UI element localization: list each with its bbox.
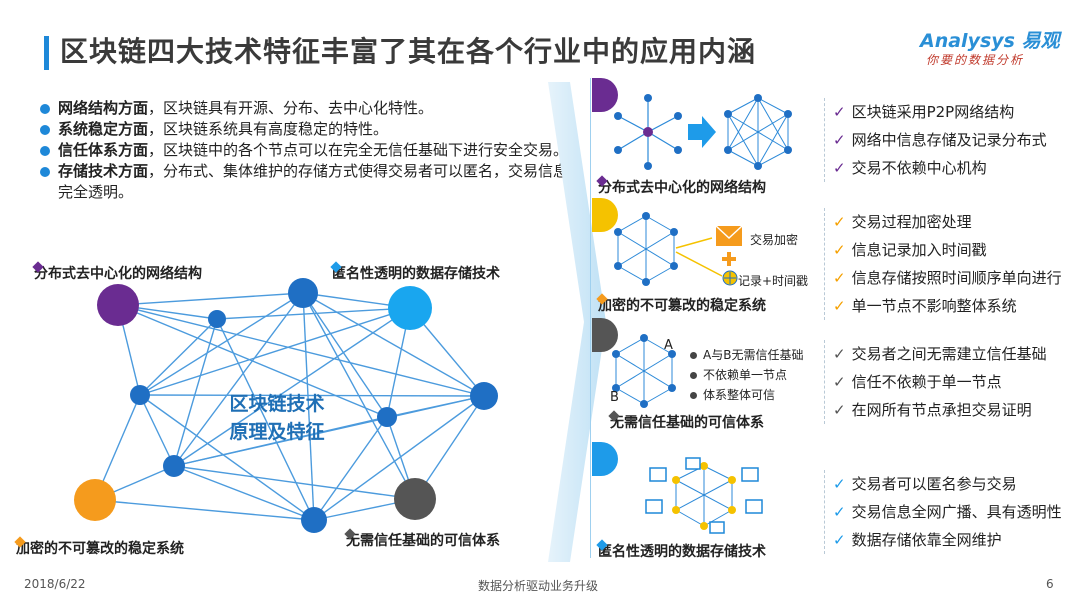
check-icon: ✓ [833, 131, 846, 149]
point-item: ✓交易者之间无需建立信任基础 [833, 345, 1047, 363]
feature-bullet-list: 网络结构方面，区块链具有开源、分布、去中心化特性。 系统稳定方面，区块链系统具有… [40, 98, 580, 203]
node [377, 407, 397, 427]
section-1-points: ✓区块链采用P2P网络结构 ✓网络中信息存储及记录分布式 ✓交易不依赖中心机构 [824, 98, 1047, 182]
trust-network-illustration [612, 334, 676, 408]
bullet-dot-icon [40, 125, 50, 135]
legend-top-right: 匿名性透明的数据存储技术 [330, 261, 500, 283]
check-icon: ✓ [833, 241, 846, 259]
bullet-dot-icon [690, 392, 697, 399]
section-4-points: ✓交易者可以匿名参与交易 ✓交易信息全网广播、具有透明性 ✓数据存储依靠全网维护 [824, 470, 1062, 554]
logo-slogan: 你要的数据分析 [926, 53, 1025, 67]
analysys-logo: Analysys 易观 你要的数据分析 [920, 26, 1070, 72]
trust-label-1: A与B无需信任基础 [690, 346, 803, 363]
section-divider [590, 78, 591, 558]
point-item: ✓交易信息全网广播、具有透明性 [833, 503, 1062, 521]
network-center-label: 区块链技术 原理及特征 [229, 393, 325, 443]
section-marker [592, 198, 618, 232]
bullet-dot-icon [40, 146, 50, 156]
point-item: ✓单一节点不影响整体系统 [833, 297, 1017, 315]
node [288, 278, 318, 308]
node [470, 382, 498, 410]
point-item: ✓在网所有节点承担交易证明 [833, 401, 1032, 419]
check-icon: ✓ [833, 531, 846, 549]
check-icon: ✓ [833, 159, 846, 177]
bullet-storage: 存储技术方面，分布式、集体维护的存储方式使得交易者可以匿名，交易信息完全透明。 [40, 161, 580, 203]
section-marker [592, 318, 618, 352]
footer-center-text: 数据分析驱动业务升级 [478, 579, 599, 593]
bullet-network: 网络结构方面，区块链具有开源、分布、去中心化特性。 [40, 98, 580, 119]
point-item: ✓交易不依赖中心机构 [833, 159, 987, 177]
node-label-b: B [610, 390, 619, 405]
page-number: 6 [1046, 577, 1054, 591]
point-item: ✓信息存储按照时间顺序单向进行 [833, 269, 1062, 287]
point-item: ✓网络中信息存储及记录分布式 [833, 131, 1047, 149]
legend-bottom-left: 加密的不可篡改的稳定系统 [14, 536, 184, 558]
node [208, 310, 226, 328]
node-lightblue [388, 286, 432, 330]
section-2-points: ✓交易过程加密处理 ✓信息记录加入时间戳 ✓信息存储按照时间顺序单向进行 ✓单一… [824, 208, 1062, 320]
point-item: ✓信任不依赖于单一节点 [833, 373, 1002, 391]
check-icon: ✓ [833, 297, 846, 315]
legend-bottom-right: 无需信任基础的可信体系 [344, 528, 500, 550]
legend-top-left: 分布式去中心化的网络结构 [32, 261, 202, 283]
bullet-dot-icon [40, 167, 50, 177]
footer-date: 2018/6/22 [24, 577, 86, 591]
point-item: ✓区块链采用P2P网络结构 [833, 103, 1015, 121]
check-icon: ✓ [833, 503, 846, 521]
logo-brand: Analysys 易观 [920, 30, 1060, 52]
section-4-title: 匿名性透明的数据存储技术 [596, 539, 766, 561]
encrypt-label: 交易加密 [750, 233, 799, 247]
timestamp-label: 记录+时间戳 [738, 274, 809, 288]
node [301, 507, 327, 533]
check-icon: ✓ [833, 103, 846, 121]
point-item: ✓交易过程加密处理 [833, 213, 972, 231]
bullet-stability: 系统稳定方面，区块链系统具有高度稳定的特性。 [40, 119, 580, 140]
point-item: ✓交易者可以匿名参与交易 [833, 475, 1017, 493]
section-3-title: 无需信任基础的可信体系 [608, 410, 764, 432]
point-item: ✓信息记录加入时间戳 [833, 241, 987, 259]
bullet-trust: 信任体系方面，区块链中的各个节点可以在完全无信任基础下进行安全交易。 [40, 140, 580, 161]
node-orange [74, 479, 116, 521]
trust-label-3: 体系整体可信 [690, 386, 775, 403]
section-3-points: ✓交易者之间无需建立信任基础 ✓信任不依赖于单一节点 ✓在网所有节点承担交易证明 [824, 340, 1047, 424]
encryption-illustration [614, 212, 743, 286]
section-2-title: 加密的不可篡改的稳定系统 [596, 293, 766, 315]
section-1-title: 分布式去中心化的网络结构 [596, 175, 766, 197]
node [163, 455, 185, 477]
check-icon: ✓ [833, 345, 846, 363]
point-item: ✓数据存储依靠全网维护 [833, 531, 1002, 549]
bullet-dot-icon [40, 104, 50, 114]
p2p-network-illustration [614, 94, 792, 170]
node-purple [97, 284, 139, 326]
trust-label-2: 不依赖单一节点 [690, 366, 787, 383]
check-icon: ✓ [833, 269, 846, 287]
data-storage-illustration [645, 457, 763, 534]
page-title: 区块链四大技术特征丰富了其在各个行业中的应用内涵 [60, 35, 757, 68]
check-icon: ✓ [833, 213, 846, 231]
bullet-dot-icon [690, 372, 697, 379]
node [130, 385, 150, 405]
check-icon: ✓ [833, 401, 846, 419]
title-accent-bar [44, 36, 49, 70]
section-marker [592, 78, 618, 112]
check-icon: ✓ [833, 475, 846, 493]
bullet-dot-icon [690, 352, 697, 359]
section-marker [592, 442, 618, 476]
node-gray [394, 478, 436, 520]
check-icon: ✓ [833, 373, 846, 391]
node-label-a: A [664, 338, 673, 353]
